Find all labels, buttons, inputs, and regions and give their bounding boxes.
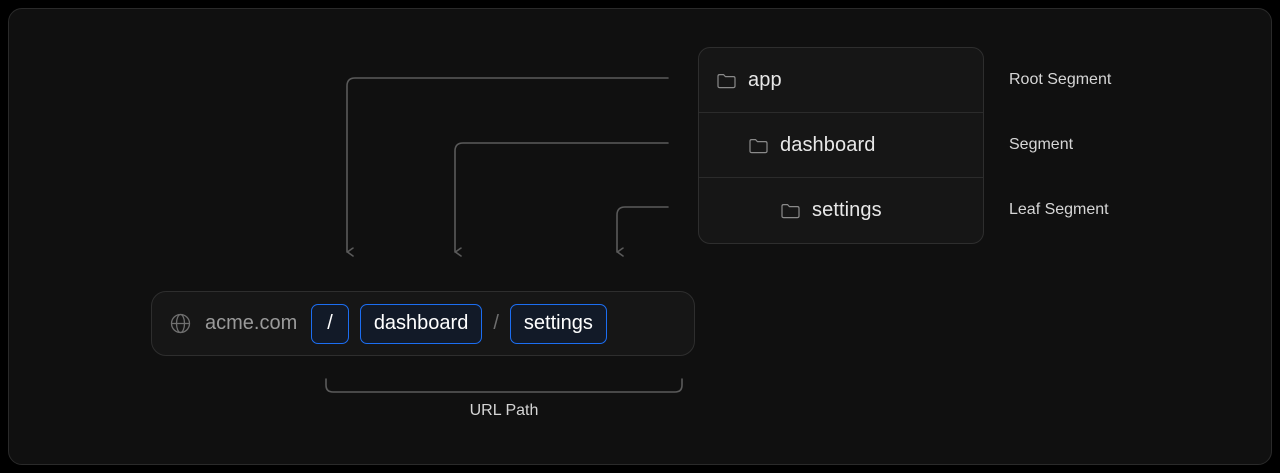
tree-row-label: settings [812,199,882,221]
tree-row[interactable]: dashboard [699,113,983,178]
tree-row[interactable]: settings [699,178,983,243]
url-segment-settings[interactable]: settings [509,303,607,344]
url-segment-root[interactable]: / [311,303,349,344]
url-segment-dashboard[interactable]: dashboard [359,303,483,344]
url-bar[interactable]: acme.com / dashboard / settings [151,291,695,356]
annotation-segment: Segment [1009,136,1074,153]
tree-row-label: dashboard [780,133,876,156]
url-separator: / [493,312,499,334]
folder-icon [781,204,800,219]
tree-row-label: app [748,68,782,91]
url-host: acme.com [205,312,298,334]
url-path-caption: URL Path [469,402,539,419]
annotation-root-segment: Root Segment [1009,71,1112,88]
annotation-leaf-segment: Leaf Segment [1009,201,1109,218]
tree-row[interactable]: app [699,48,983,113]
folder-tree-card: app dashboard settings [698,47,984,244]
globe-icon [170,313,191,334]
folder-icon [749,138,768,153]
folder-icon [717,73,736,88]
